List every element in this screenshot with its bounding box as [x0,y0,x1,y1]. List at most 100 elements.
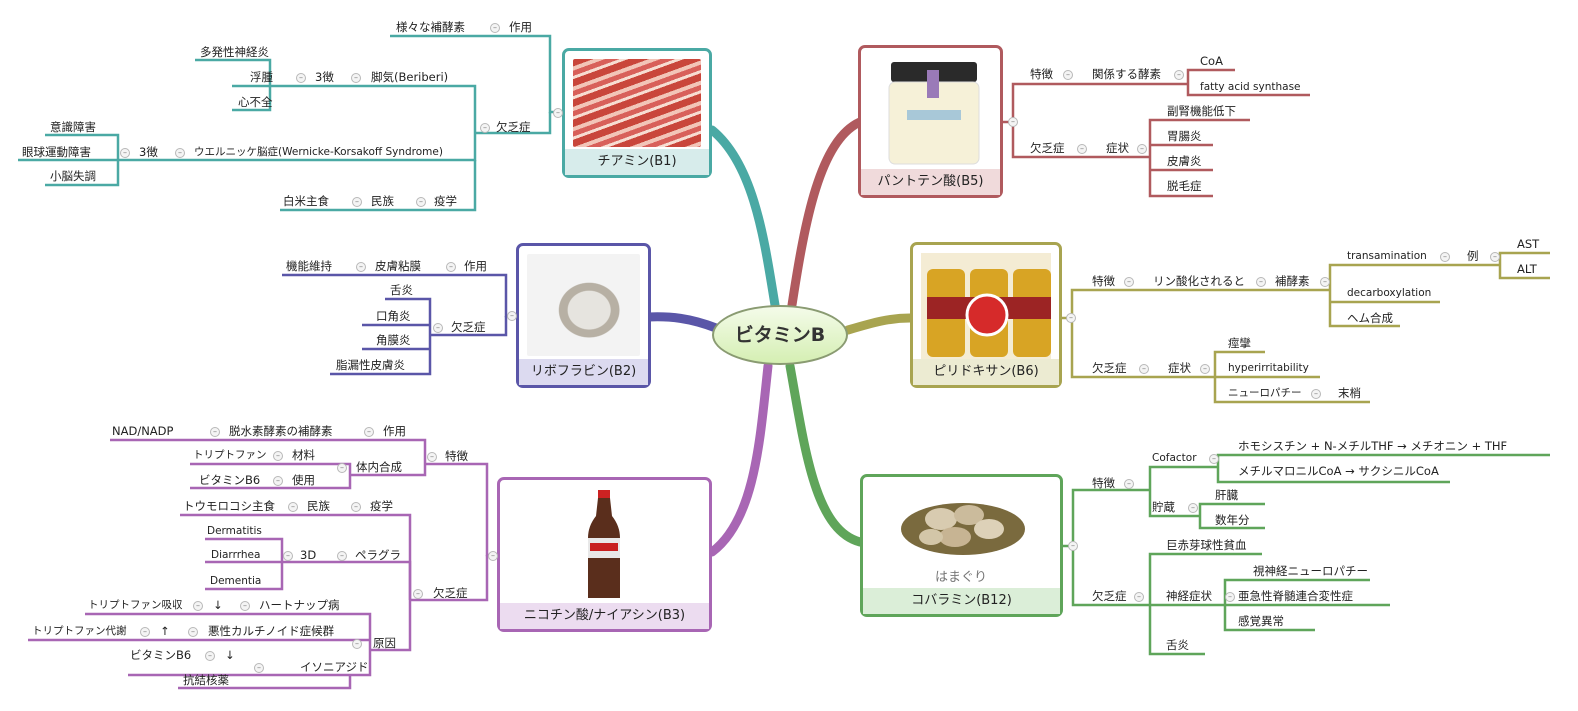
collapse-toggle[interactable]: – [188,627,198,637]
collapse-toggle[interactable]: – [1008,117,1018,127]
b12-node[interactable]: 巨赤芽球性貧血 [1166,538,1247,552]
b1-node[interactable]: 3徴 [139,145,158,159]
b3-node[interactable]: NAD/NADP [112,424,174,438]
b2-node[interactable]: 欠乏症 [451,320,486,334]
topic-card-b5[interactable]: パントテン酸(B5) [858,45,1003,198]
b1-node[interactable]: 民族 [371,194,394,208]
b2-node[interactable]: 脂漏性皮膚炎 [336,358,405,372]
b3-node[interactable]: 使用 [292,473,315,487]
b1-node[interactable]: 眼球運動障害 [22,145,91,159]
b6-node[interactable]: transamination [1347,250,1427,262]
collapse-toggle[interactable]: – [351,73,361,83]
collapse-toggle[interactable]: – [352,197,362,207]
b3-node[interactable]: イソニアジド [300,660,369,674]
collapse-toggle[interactable]: – [480,123,490,133]
collapse-toggle[interactable]: – [273,476,283,486]
b6-node[interactable]: 症状 [1168,361,1191,375]
b5-node[interactable]: 欠乏症 [1030,141,1065,155]
collapse-toggle[interactable]: – [427,452,437,462]
b2-node[interactable]: 皮膚粘膜 [375,259,421,273]
b12-node[interactable]: メチルマロニルCoA → サクシニルCoA [1238,464,1439,478]
b5-node[interactable]: 症状 [1106,141,1129,155]
collapse-toggle[interactable]: – [507,311,517,321]
b3-node[interactable]: Diarrrhea [211,549,261,561]
b1-node[interactable]: 浮腫 [250,70,273,84]
b3-node[interactable]: ↑ [160,624,170,638]
collapse-toggle[interactable]: – [1134,592,1144,602]
b5-node[interactable]: 副腎機能低下 [1167,104,1236,118]
collapse-toggle[interactable]: – [254,663,264,673]
collapse-toggle[interactable]: – [1077,144,1087,154]
collapse-toggle[interactable]: – [1188,503,1198,513]
b3-node[interactable]: ビタミンB6 [130,648,192,662]
b3-node[interactable]: 体内合成 [356,460,402,474]
b3-node[interactable]: ビタミンB6 [199,473,261,487]
collapse-toggle[interactable]: – [296,73,306,83]
b2-node[interactable]: 舌炎 [390,283,413,297]
b6-node[interactable]: hyperirritability [1228,362,1309,374]
b1-node[interactable]: 欠乏症 [496,120,531,134]
collapse-toggle[interactable]: – [490,23,500,33]
b5-node[interactable]: 特徴 [1030,67,1053,81]
collapse-toggle[interactable]: – [210,427,220,437]
b3-node[interactable]: 特徴 [445,449,468,463]
collapse-toggle[interactable]: – [1137,144,1147,154]
b5-node[interactable]: 胃腸炎 [1167,129,1202,143]
collapse-toggle[interactable]: – [1174,70,1184,80]
b6-node[interactable]: 末梢 [1338,386,1361,400]
collapse-toggle[interactable]: – [1139,364,1149,374]
central-topic[interactable]: ビタミンB [712,305,848,365]
b3-node[interactable]: 抗結核薬 [183,673,229,687]
collapse-toggle[interactable]: – [120,148,130,158]
collapse-toggle[interactable]: – [337,551,347,561]
b12-node[interactable]: 肝臓 [1215,488,1238,502]
collapse-toggle[interactable]: – [1320,277,1330,287]
b6-node[interactable]: AST [1517,237,1540,251]
b3-node[interactable]: ハートナップ病 [259,598,340,612]
collapse-toggle[interactable]: – [1490,252,1500,262]
b1-node[interactable]: 3徴 [315,70,334,84]
b1-node[interactable]: ウエルニッケ脳症(Wernicke-Korsakoff Syndrome) [194,146,443,158]
b12-node[interactable]: 亜急性脊髄連合変性症 [1238,589,1353,603]
b3-node[interactable]: トリプトファン吸収 [88,599,183,611]
b12-node[interactable]: 感覚異常 [1238,614,1284,628]
collapse-toggle[interactable]: – [488,551,498,561]
collapse-toggle[interactable]: – [240,601,250,611]
topic-card-b3[interactable]: ニコチン酸/ナイアシン(B3) [497,477,712,632]
b3-node[interactable]: 作用 [383,424,406,438]
b3-node[interactable]: Dementia [210,575,262,587]
collapse-toggle[interactable]: – [1209,454,1219,464]
collapse-toggle[interactable]: – [1256,277,1266,287]
collapse-toggle[interactable]: – [1063,70,1073,80]
collapse-toggle[interactable]: – [283,551,293,561]
collapse-toggle[interactable]: – [433,323,443,333]
b12-node[interactable]: 貯蔵 [1152,500,1175,514]
b6-node[interactable]: リン酸化されると [1153,274,1245,288]
b6-node[interactable]: 欠乏症 [1092,361,1127,375]
b1-node[interactable]: 脚気(Beriberi) [371,70,449,84]
b6-node[interactable]: ALT [1517,262,1537,276]
b5-node[interactable]: CoA [1200,54,1223,68]
b12-node[interactable]: 数年分 [1215,513,1250,527]
collapse-toggle[interactable]: – [1124,479,1134,489]
collapse-toggle[interactable]: – [193,601,203,611]
collapse-toggle[interactable]: – [1200,364,1210,374]
b2-node[interactable]: 機能維持 [286,259,332,273]
b3-node[interactable]: トリプトファン代謝 [32,625,127,637]
b6-node[interactable]: 補酵素 [1275,274,1310,288]
collapse-toggle[interactable]: – [351,502,361,512]
b6-node[interactable]: 痙攣 [1228,336,1251,350]
b2-node[interactable]: 口角炎 [376,309,411,323]
b6-node[interactable]: decarboxylation [1347,287,1432,299]
collapse-toggle[interactable]: – [337,463,347,473]
b3-node[interactable]: 悪性カルチノイド症候群 [208,624,335,638]
b1-node[interactable]: 様々な補酵素 [396,20,465,34]
b3-node[interactable]: Dermatitis [207,525,262,537]
b3-node[interactable]: 欠乏症 [433,586,468,600]
collapse-toggle[interactable]: – [140,627,150,637]
b3-node[interactable]: 疫学 [370,499,393,513]
collapse-toggle[interactable]: – [288,502,298,512]
b12-node[interactable]: 神経症状 [1166,589,1212,603]
b6-node[interactable]: 例 [1467,249,1479,263]
collapse-toggle[interactable]: – [352,639,362,649]
